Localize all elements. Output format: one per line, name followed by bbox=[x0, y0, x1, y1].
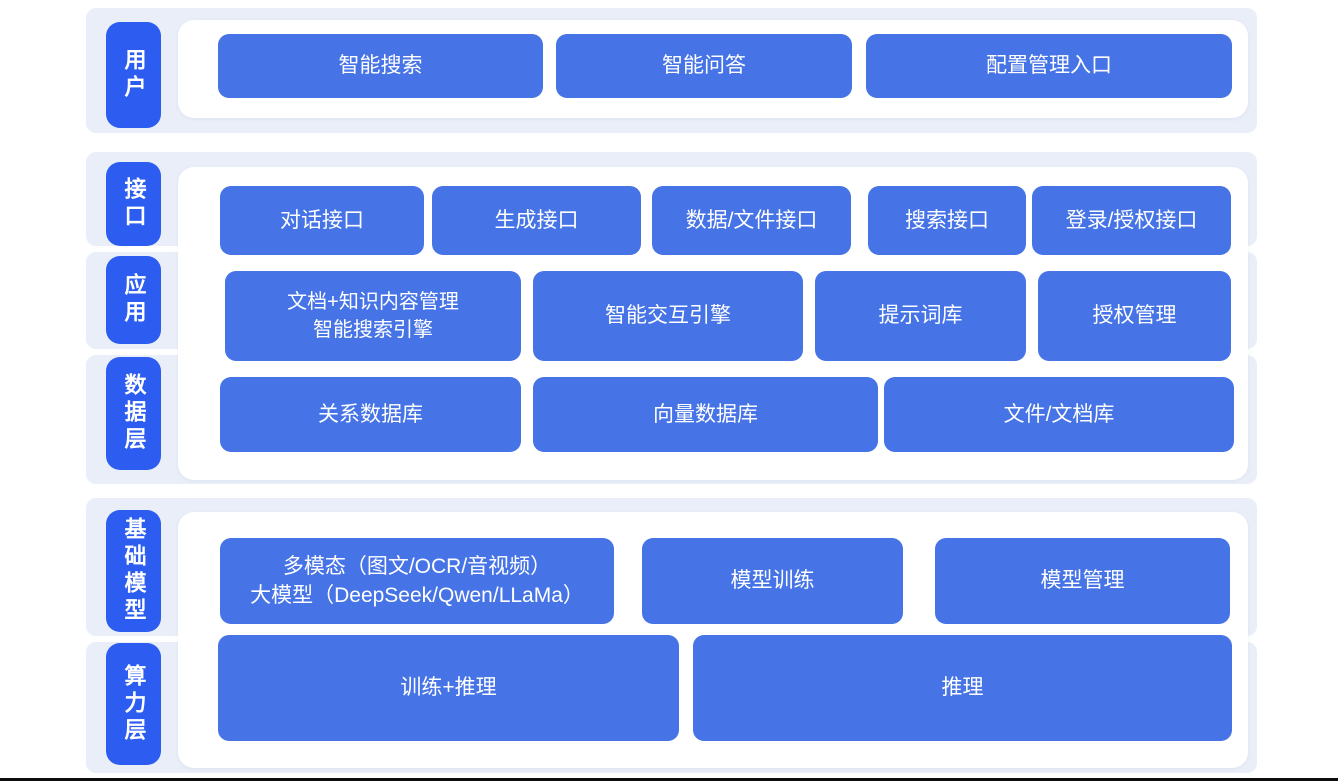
node-file-doc-db: 文件/文档库 bbox=[884, 377, 1234, 452]
layer-label-api: 接口 bbox=[106, 162, 161, 246]
node-vector-db: 向量数据库 bbox=[533, 377, 878, 452]
layer-label-base-model: 基础模型 bbox=[106, 510, 161, 632]
node-model-management: 模型管理 bbox=[935, 538, 1230, 624]
node-doc-knowledge-search-engine: 文档+知识内容管理 智能搜索引擎 bbox=[225, 271, 521, 361]
node-login-auth-api: 登录/授权接口 bbox=[1032, 186, 1231, 255]
node-training-inference: 训练+推理 bbox=[218, 635, 679, 741]
node-interaction-engine: 智能交互引擎 bbox=[533, 271, 803, 361]
node-auth-management: 授权管理 bbox=[1038, 271, 1231, 361]
layer-label-compute: 算力层 bbox=[106, 643, 161, 765]
layer-label-user: 用户 bbox=[106, 22, 161, 128]
node-search-api: 搜索接口 bbox=[868, 186, 1026, 255]
node-smart-search: 智能搜索 bbox=[218, 34, 543, 98]
node-inference: 推理 bbox=[693, 635, 1232, 741]
layer-label-app: 应用 bbox=[106, 256, 161, 344]
node-dialog-api: 对话接口 bbox=[220, 186, 424, 255]
node-model-training: 模型训练 bbox=[642, 538, 903, 624]
node-smart-qa: 智能问答 bbox=[556, 34, 852, 98]
layer-label-data: 数据层 bbox=[106, 357, 161, 470]
bottom-border bbox=[0, 778, 1338, 781]
node-multimodal-llm: 多模态（图文/OCR/音视频） 大模型（DeepSeek/Qwen/LLaMa） bbox=[220, 538, 614, 624]
node-generate-api: 生成接口 bbox=[432, 186, 641, 255]
node-data-file-api: 数据/文件接口 bbox=[652, 186, 851, 255]
node-prompt-library: 提示词库 bbox=[815, 271, 1026, 361]
node-relational-db: 关系数据库 bbox=[220, 377, 521, 452]
node-config-entry: 配置管理入口 bbox=[866, 34, 1232, 98]
